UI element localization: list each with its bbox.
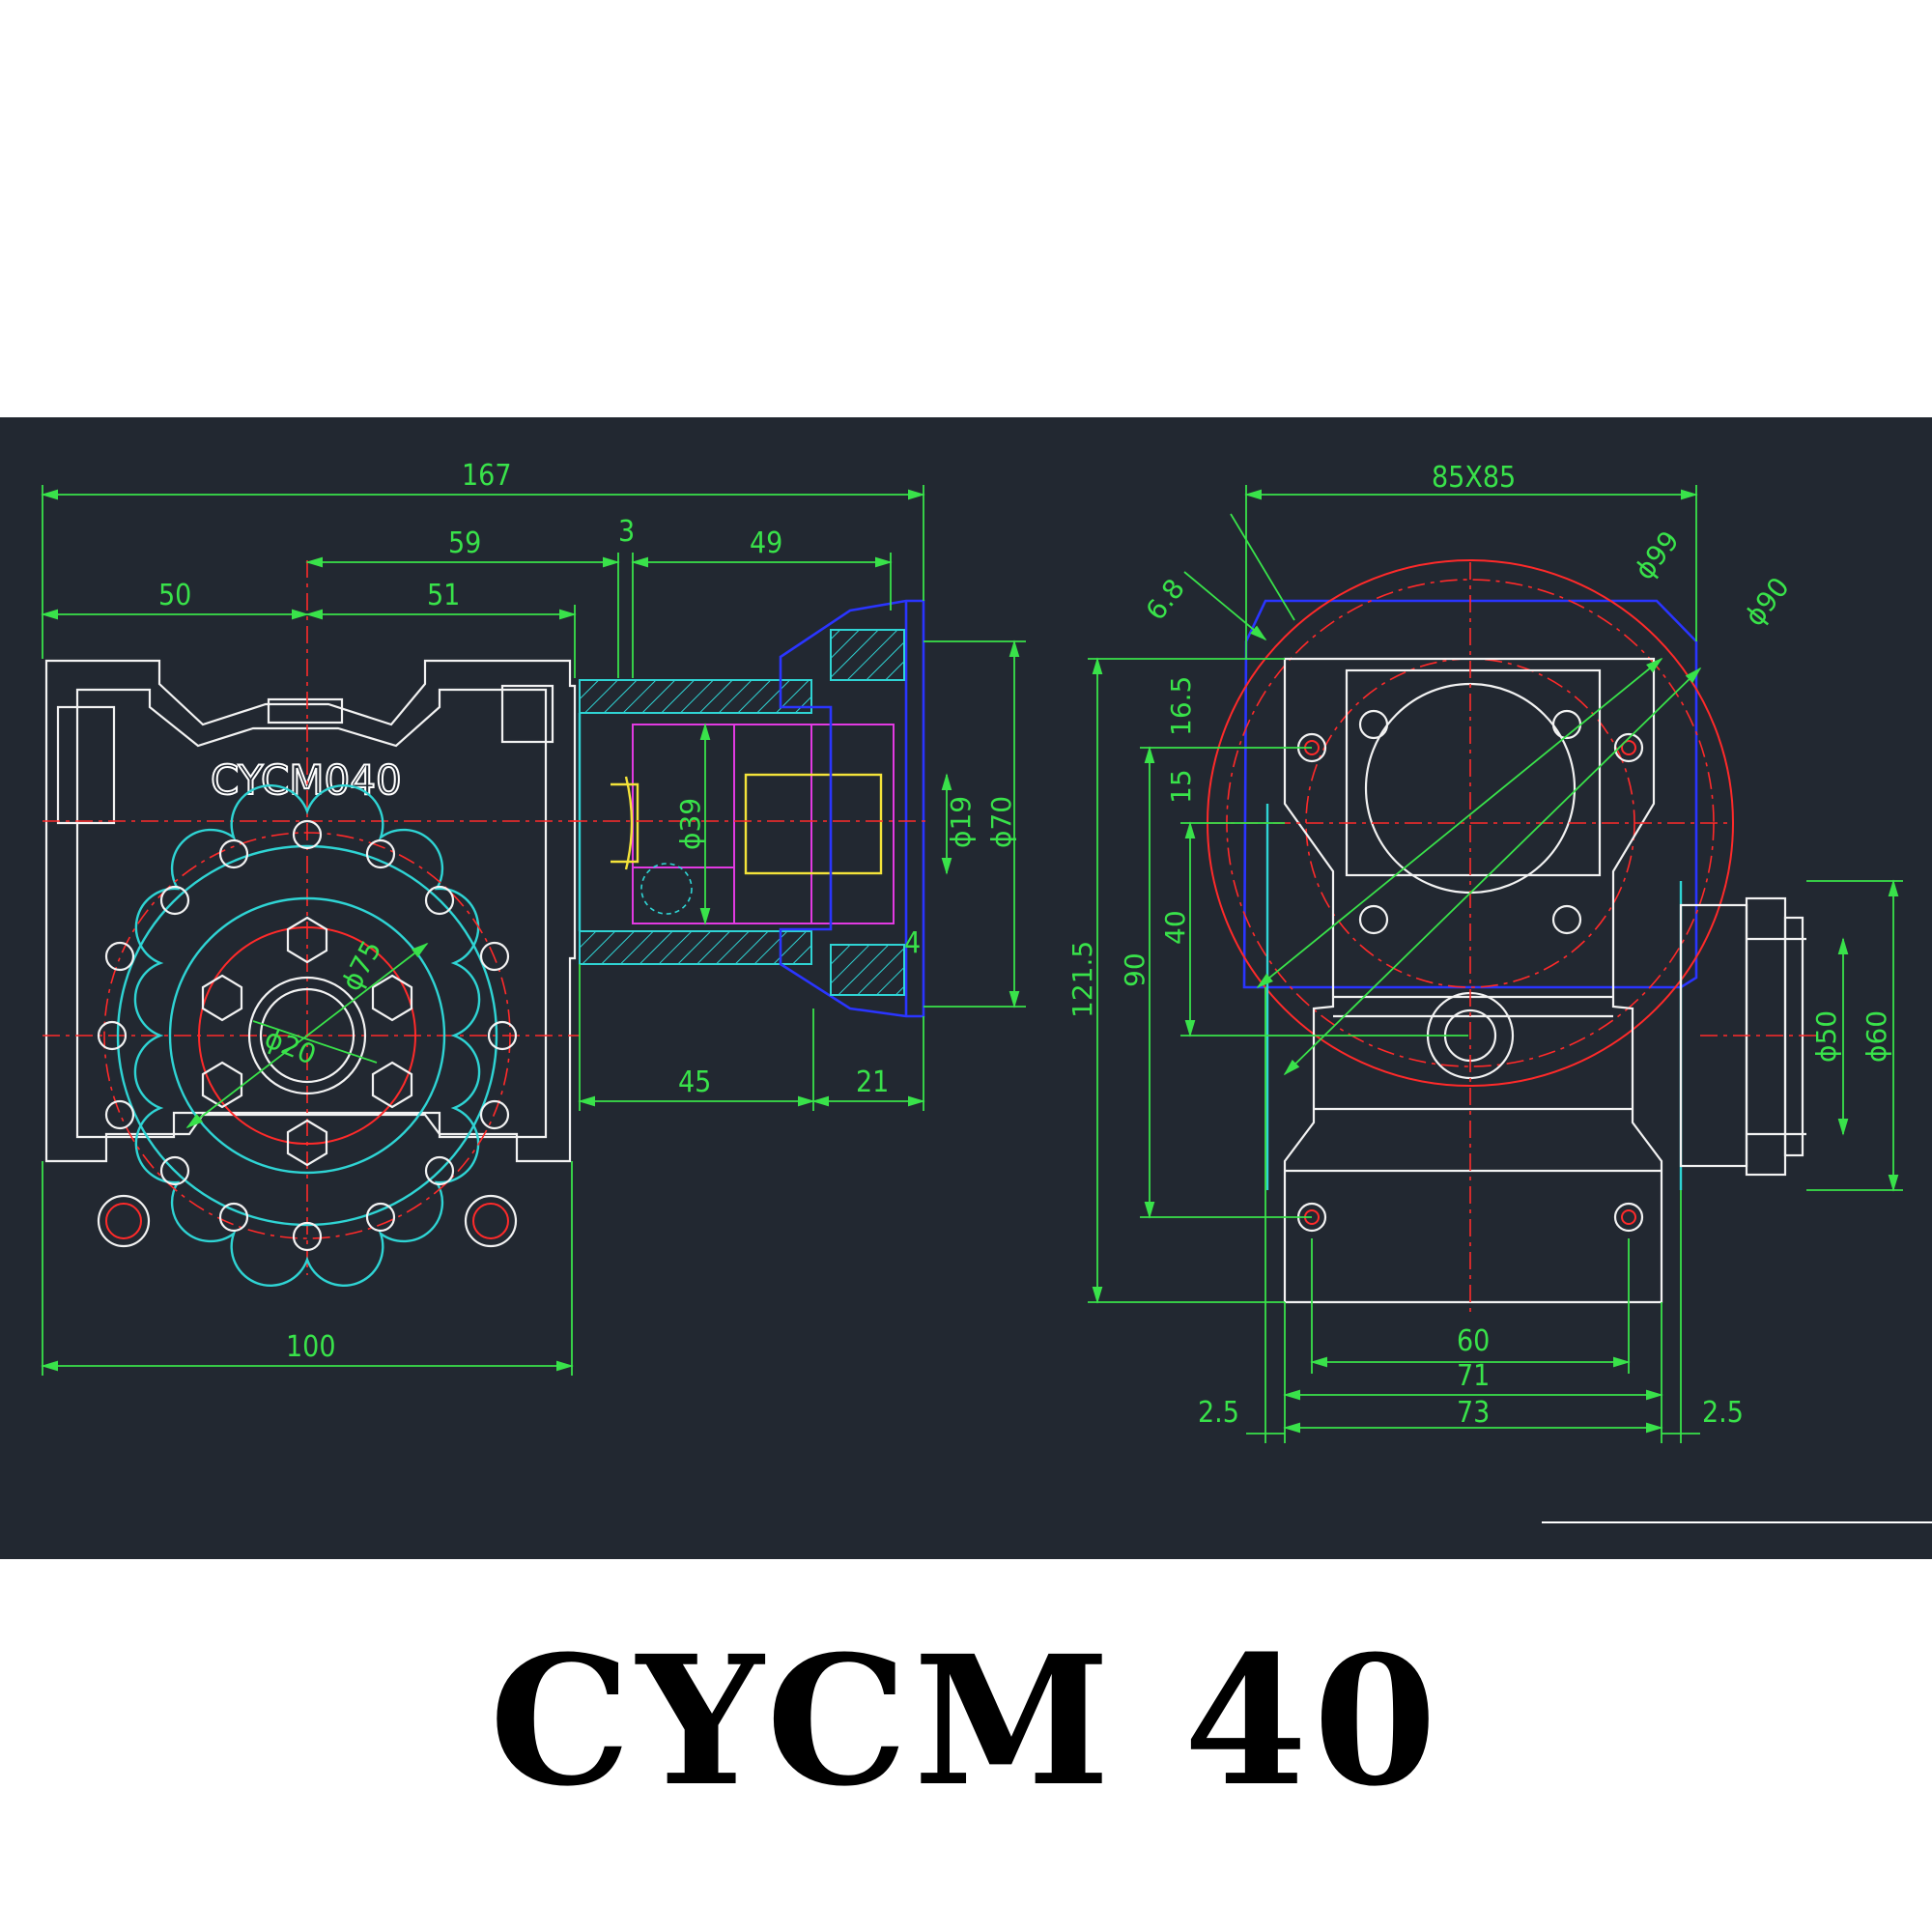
front-upper-block bbox=[1345, 668, 1602, 877]
flange-bolt-holes bbox=[97, 819, 518, 1252]
dim-pilot-length: 45 bbox=[678, 1065, 711, 1099]
dim-height-15: 15 bbox=[1165, 769, 1197, 804]
dim-height-121-5: 121.5 bbox=[1066, 941, 1098, 1018]
dim-right-offset: 2.5 bbox=[1702, 1396, 1744, 1430]
housing-left-pocket bbox=[56, 705, 116, 825]
dim-height-40: 40 bbox=[1159, 910, 1191, 945]
flange-ring bbox=[116, 844, 498, 1227]
dim-shaft-dia: ϕ19 bbox=[945, 796, 977, 848]
corner-holes bbox=[97, 1194, 518, 1248]
housing-right-lug bbox=[500, 684, 554, 744]
bolt-circle bbox=[103, 832, 511, 1239]
dim-base-width: 73 bbox=[1457, 1396, 1490, 1430]
dim-pcd-99: ϕ99 bbox=[1629, 525, 1686, 585]
input-housing-top bbox=[579, 679, 812, 714]
dim-pcd-90: ϕ90 bbox=[1739, 571, 1796, 632]
dim-height-16-5: 16.5 bbox=[1165, 676, 1197, 736]
front-dimension-lines bbox=[1088, 485, 1903, 1443]
dim-flange-length: 49 bbox=[750, 526, 782, 560]
dim-height-90: 90 bbox=[1119, 952, 1151, 987]
input-shaft bbox=[744, 773, 883, 875]
housing-outline bbox=[44, 659, 577, 1163]
front-view: 85X85 6.8 ϕ99 ϕ90 16.5 15 121.5 90 40 ϕ5… bbox=[1066, 461, 1932, 1523]
dim-flange-square: 85X85 bbox=[1432, 461, 1516, 495]
dim-bolt-hole: 6.8 bbox=[1140, 573, 1191, 626]
dim-flange-thickness: 21 bbox=[856, 1065, 889, 1099]
dim-right-half: 51 bbox=[427, 579, 460, 612]
dim-spigot: 4 bbox=[904, 926, 921, 960]
dim-left-half: 50 bbox=[158, 579, 191, 612]
dim-gap: 3 bbox=[618, 515, 635, 549]
dim-spigot-60: ϕ60 bbox=[1861, 1010, 1892, 1063]
dim-spigot-50: ϕ50 bbox=[1810, 1010, 1842, 1063]
housing-top-boss bbox=[267, 697, 344, 724]
front-body-outline bbox=[1283, 657, 1663, 1304]
side-view: CYCM040 bbox=[41, 459, 1026, 1376]
side-dimension-lines bbox=[41, 485, 1026, 1376]
product-title: CYCM 40 bbox=[489, 1617, 1443, 1826]
dim-left-offset: 2.5 bbox=[1198, 1396, 1239, 1430]
dim-bolt-circle: ϕ75 bbox=[335, 935, 388, 996]
dim-bore-dia: ϕ39 bbox=[674, 798, 706, 850]
dim-width: 100 bbox=[286, 1330, 336, 1364]
technical-drawing: CYCM040 bbox=[41, 459, 1932, 1523]
keyway-circle bbox=[640, 863, 693, 915]
dim-base-small: 71 bbox=[1457, 1359, 1490, 1393]
dim-overall-length: 167 bbox=[462, 459, 512, 493]
housing-brand-text: CYCM040 bbox=[211, 756, 402, 804]
flange-inner-ring bbox=[168, 896, 446, 1175]
input-housing-bottom bbox=[579, 930, 812, 965]
dim-flange-dia: ϕ70 bbox=[985, 796, 1017, 848]
bore-section bbox=[632, 724, 895, 924]
housing-inner bbox=[75, 688, 548, 1139]
dim-center-to-flange: 59 bbox=[448, 526, 481, 560]
dim-base-holes: 60 bbox=[1457, 1324, 1490, 1358]
